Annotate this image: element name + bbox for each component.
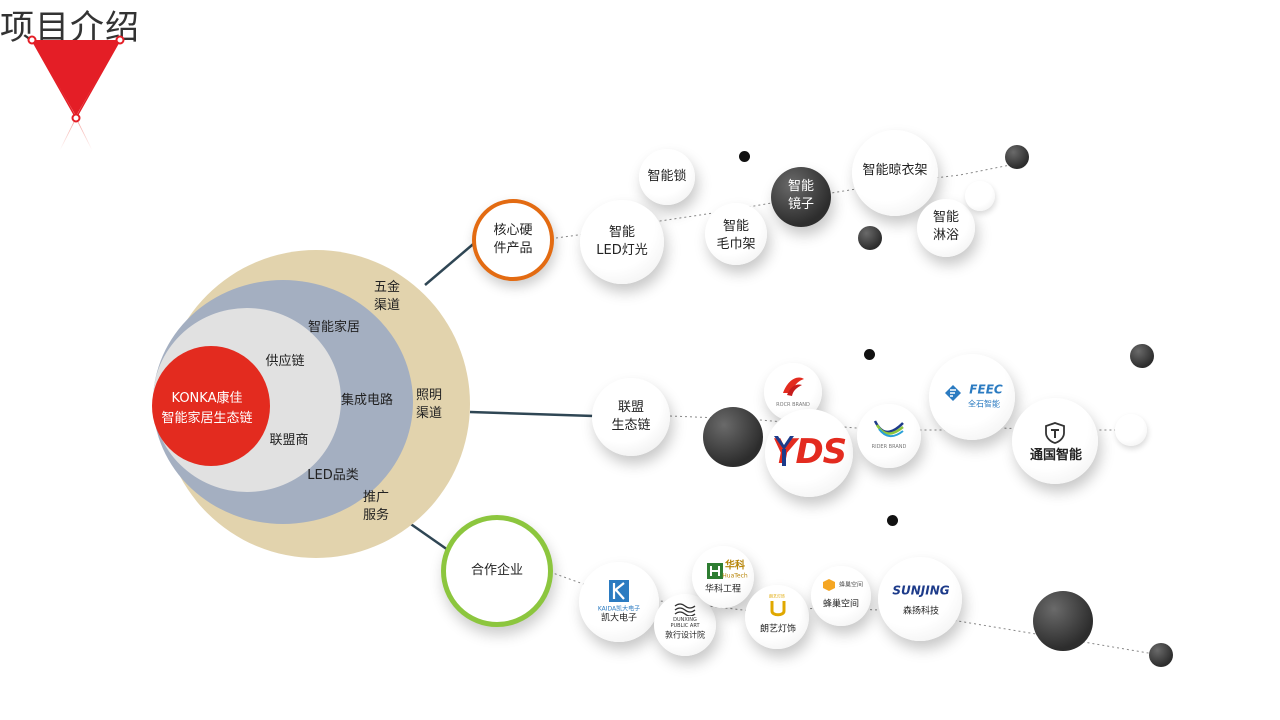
langyi-u-logo-icon [770, 601, 786, 617]
decor-light-circle [1115, 414, 1147, 446]
decor-dot [864, 349, 875, 360]
bubble-towel-rack [705, 203, 767, 265]
ring-middle-label-led: LED品类 [307, 468, 359, 483]
bubble-smart-shower [917, 199, 975, 257]
ring-outer-label-lighting: 照明 渠道 [415, 388, 443, 421]
logo-dunxing-name: 敦行设计院 [665, 630, 705, 640]
hub-alliance [592, 378, 670, 456]
ring-inner-label-supply: 供应链 [265, 354, 305, 369]
logo-sunjing-name: 森扬科技 [902, 606, 940, 617]
logo-rocr-text: ROCR BRAND [776, 402, 810, 408]
logo-bubble-dunxing [654, 594, 716, 656]
decor-light-circle [965, 181, 995, 211]
hub-partners-label: 合作企业 [470, 563, 524, 578]
hub-partners [441, 515, 553, 627]
bubble-smart-mirror [771, 167, 831, 227]
logo-huake-name: 华科工程 [704, 584, 742, 595]
ring-outer-label-hardware: 五金 渠道 [373, 280, 401, 313]
hub-alliance-label: 联盟 生态链 [611, 400, 651, 433]
decor-dark-circle [703, 407, 763, 467]
core-label-line1: KONKA康佳 [171, 391, 243, 406]
decor-dot [887, 515, 898, 526]
decor-dark-circle [1149, 643, 1173, 667]
bird-logo-icon [783, 377, 804, 396]
kaida-k-logo-icon [609, 580, 629, 602]
logo-langyi-text: 朗艺灯饰 [769, 593, 785, 599]
corner-triangle-logo [27, 35, 125, 151]
decor-dark-circle [858, 226, 882, 250]
logo-bubble-sunjing [878, 557, 962, 641]
fengchao-hex-logo-icon [823, 579, 835, 591]
logo-fengchao-text: 蜂巢空间 [838, 581, 864, 589]
logo-kaida-text: KAIDA凯大电子 [597, 605, 641, 613]
ring-outer-label-promotion: 推广 服务 [362, 490, 390, 523]
logo-bubble-langyi [745, 585, 809, 649]
bubble-smart-led [580, 200, 664, 284]
bubble-smart-led-label: 智能 LED灯光 [596, 225, 648, 258]
logo-sunjing-text: SUNJING [892, 583, 950, 598]
ring-middle-label-ic: 集成电路 [340, 393, 394, 408]
logo-bubble-feec [929, 354, 1015, 440]
logo-rider-text: RIDER BRAND [871, 444, 907, 450]
logo-huake-en: HuaTech [722, 572, 748, 580]
hub-hardware-label: 核心硬 件产品 [493, 223, 533, 256]
decor-dot [739, 151, 750, 162]
decor-dark-circle [1130, 344, 1154, 368]
bubble-smart-lock [639, 149, 695, 205]
bubble-clothes-rack [852, 130, 938, 216]
logo-huake-cn: 华科 [725, 560, 745, 572]
logo-kaida-name: 凯大电子 [600, 613, 638, 624]
logo-feec-subtext: 全石智能 [968, 399, 1000, 409]
core-circle [152, 346, 270, 466]
ring-inner-label-alliance: 联盟商 [269, 433, 309, 448]
hub-hardware [472, 199, 554, 281]
feec-diamond-icon [945, 385, 961, 401]
bubble-smart-shower-label: 智能 淋浴 [932, 210, 960, 243]
logo-langyi-name: 朗艺灯饰 [759, 624, 797, 635]
dunxing-wave-logo-icon [674, 603, 696, 616]
decor-dark-circle [1033, 591, 1093, 651]
logo-feec-text: FEEC [969, 382, 1003, 397]
yds-y-mark-icon [774, 436, 794, 466]
bubble-towel-rack-label: 智能 毛巾架 [716, 219, 756, 252]
rider-wave-logo-icon [873, 420, 904, 437]
ring-middle-label-smart-home: 智能家居 [307, 320, 361, 335]
shield-t-logo-icon [1045, 422, 1065, 444]
bubble-smart-lock-label: 智能锁 [647, 169, 687, 184]
core-label-line2: 智能家居生态链 [161, 411, 253, 426]
logo-bubble-yds [765, 409, 853, 497]
logo-bubble-huake [692, 546, 754, 608]
logo-tongguo-text: 通国智能 [1029, 448, 1083, 463]
huake-mark-icon [710, 566, 720, 576]
logo-fengchao-name: 蜂巢空间 [822, 599, 860, 610]
logo-dunxing-text: DUNXING PUBLIC ART [670, 617, 700, 629]
logo-bubble-tongguo [1012, 398, 1098, 484]
decor-dark-circle [1005, 145, 1029, 169]
bubble-smart-mirror-label: 智能 镜子 [787, 179, 815, 212]
bubble-clothes-rack-label: 智能晾衣架 [862, 163, 928, 178]
logo-bubble-fengchao [811, 566, 871, 626]
